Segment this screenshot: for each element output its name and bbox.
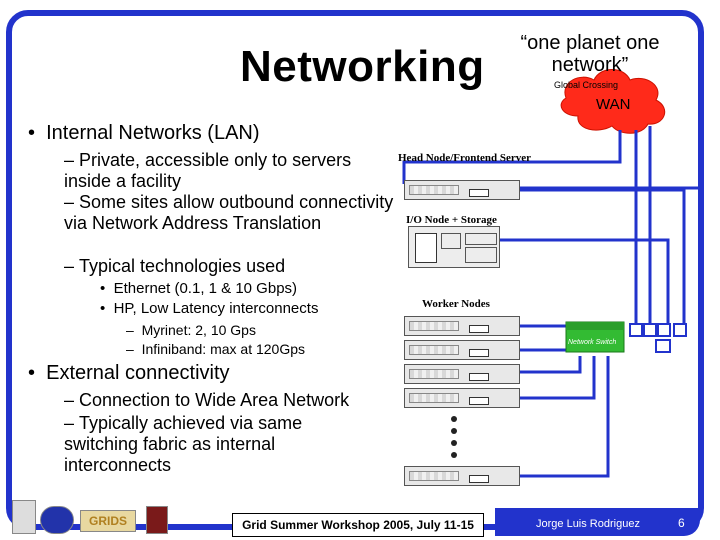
wan-cable-1 xyxy=(402,130,622,184)
partner-logo-3 xyxy=(146,506,168,534)
bullet-ethernet: • Ethernet (0.1, 1 & 10 Gbps) xyxy=(100,280,298,297)
switch-port xyxy=(673,323,687,337)
grids-logo: GRIDS xyxy=(80,510,136,532)
worker-node xyxy=(404,388,520,408)
io-cable xyxy=(500,238,670,330)
footer-event: Grid Summer Workshop 2005, July 11-15 xyxy=(232,513,484,537)
switch-port xyxy=(655,339,671,353)
partner-logo-2 xyxy=(40,506,74,534)
io-node-label: I/O Node + Storage xyxy=(406,214,497,226)
head-cable xyxy=(520,186,702,510)
ellipsis-dot xyxy=(451,428,457,434)
bullet-myrinet: – Myrinet: 2, 10 Gps xyxy=(126,322,256,338)
bullet-private: – Private, accessible only to servers in… xyxy=(64,150,352,191)
head-node-server xyxy=(404,180,520,200)
worker-node xyxy=(404,466,520,486)
wan-cloud xyxy=(560,69,666,134)
ellipsis-dot xyxy=(451,440,457,446)
head-node-label: Head Node/Frontend Server xyxy=(398,152,532,164)
switch-label: Network Switch xyxy=(568,339,617,346)
worker-node xyxy=(404,316,520,336)
bullet-switching: – Typically achieved via same switching … xyxy=(64,413,303,475)
bullet-internal: • Internal Networks (LAN) xyxy=(28,122,260,144)
io-node-storage xyxy=(408,226,500,268)
bullet-technologies: – Typical technologies used xyxy=(64,256,286,276)
worker-nodes-label: Worker Nodes xyxy=(422,298,490,310)
ellipsis-dot xyxy=(451,452,457,458)
bullet-wan-connection: – Connection to Wide Area Network xyxy=(64,390,350,410)
quote-text: “one planet one network” xyxy=(520,32,660,76)
wan-label: WAN xyxy=(596,96,631,113)
partner-logo-1 xyxy=(12,500,36,534)
switch-port xyxy=(629,323,643,337)
worker-cable-3 xyxy=(520,356,582,374)
switch-port xyxy=(657,323,671,337)
footer-bar xyxy=(495,508,700,536)
quote-source: Global Crossing xyxy=(554,80,619,90)
footer-presenter: Jorge Luis Rodriguez xyxy=(536,518,640,530)
bullet-external: • External connectivity xyxy=(28,362,230,384)
worker-node xyxy=(404,364,520,384)
switch-port xyxy=(643,323,657,337)
bullet-infiniband: – Infiniband: max at 120Gps xyxy=(126,341,306,357)
worker-cable-4 xyxy=(520,356,596,400)
bullet-nat: – Some sites allow outbound connectivity… xyxy=(64,192,394,233)
worker-cable-5 xyxy=(520,356,610,478)
ellipsis-dot xyxy=(451,416,457,422)
page-number: 6 xyxy=(678,516,685,530)
head-cable-2 xyxy=(520,188,686,330)
page-title: Networking xyxy=(240,42,485,91)
bullet-hp: • HP, Low Latency interconnects xyxy=(100,300,319,317)
worker-node xyxy=(404,340,520,360)
